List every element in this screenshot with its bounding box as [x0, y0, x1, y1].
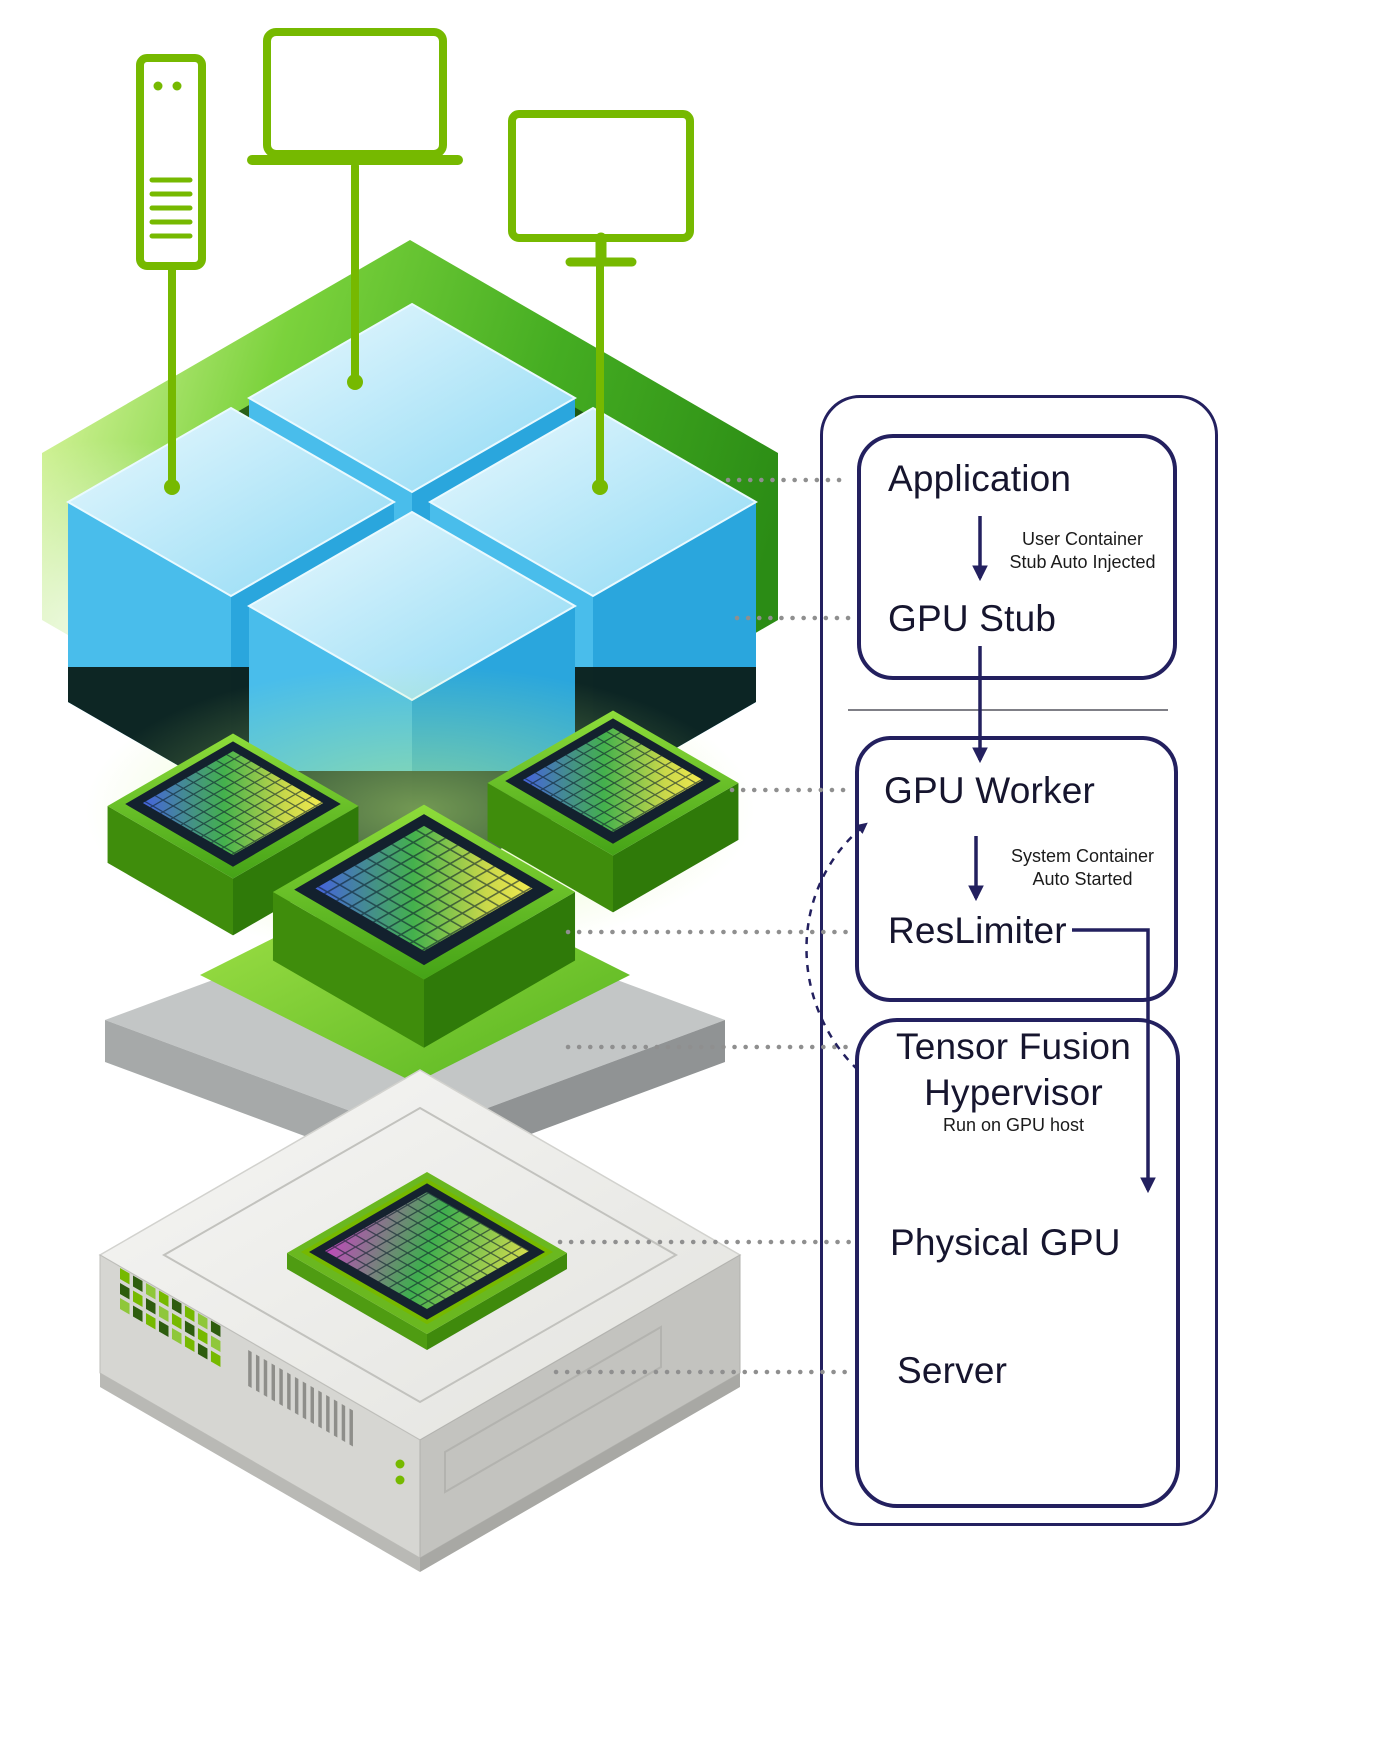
label-hypervisor-title-line2: Hypervisor [924, 1072, 1103, 1113]
physical-gpu-chip-icon [287, 1172, 567, 1350]
server-chassis-icon [98, 1069, 742, 1572]
laptop-icon [247, 28, 463, 165]
label-hypervisor-title-line1: Tensor Fusion [896, 1026, 1131, 1067]
power-led [395, 1459, 405, 1469]
label-gpu-worker: GPU Worker [884, 770, 1096, 811]
label-application: Application [888, 458, 1072, 499]
chassis-pixel-grid [120, 1268, 353, 1447]
label-reslimiter: ResLimiter [888, 910, 1067, 951]
note-run-on-gpu-host: Run on GPU host [942, 1115, 1085, 1135]
device-connector-dots [164, 374, 608, 495]
label-server: Server [897, 1350, 1008, 1391]
application-stub-box [857, 434, 1177, 680]
chassis-vents [248, 1350, 353, 1447]
device-connector-lines [168, 162, 604, 487]
drive-bay [444, 1325, 662, 1494]
monitor-icon [508, 110, 694, 267]
label-physical-gpu: Physical GPU [890, 1222, 1121, 1263]
note-user-container-line2: Stub Auto Injected [1009, 552, 1156, 572]
server-tower-icon [136, 54, 206, 270]
note-system-container-line1: System Container [1010, 846, 1155, 866]
label-gpu-stub: GPU Stub [888, 598, 1057, 639]
note-user-container-line1: User Container [1021, 529, 1144, 549]
status-led [395, 1475, 405, 1485]
client-devices [136, 28, 694, 495]
note-system-container-line2: Auto Started [1032, 869, 1133, 889]
